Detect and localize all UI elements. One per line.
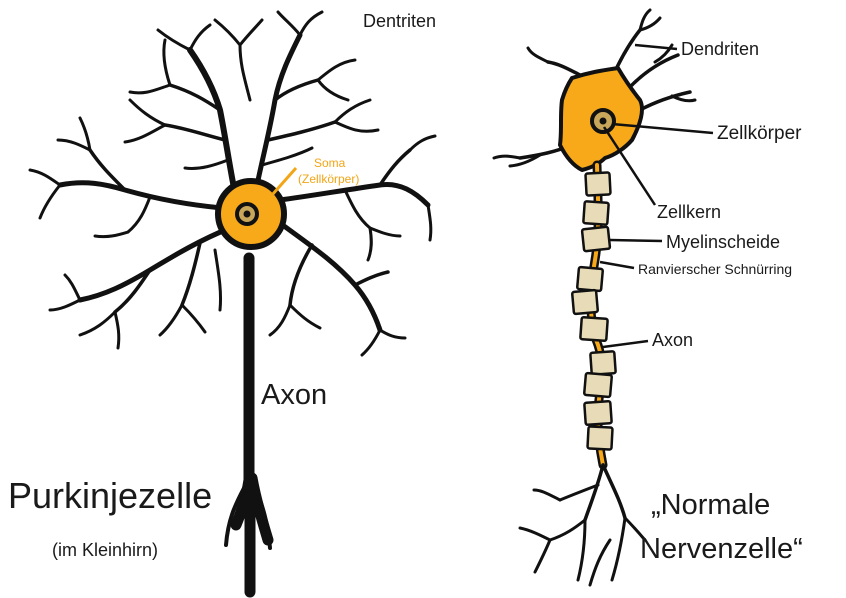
purkinje-axon [230, 252, 274, 598]
soma-sub-label: (Zellkörper) [298, 172, 360, 186]
soma-label: Soma [314, 156, 346, 170]
purkinje-axon-label: Axon [261, 379, 328, 411]
zellkern-label: Zellkern [657, 202, 722, 222]
normale-title-line1: „Normale [651, 489, 771, 521]
soma-pointer-line [270, 167, 298, 196]
normale-title-line2: Nervenzelle“ [640, 533, 803, 565]
axon-terminals [518, 463, 647, 587]
neuron-axon-label: Axon [652, 330, 694, 350]
purkinje-dendrite-tree [28, 10, 437, 357]
myelin-sheaths [571, 171, 617, 451]
dentriten-label: Dentriten [363, 11, 437, 31]
zellkoerper-label: Zellkörper [717, 123, 802, 144]
kleinhirn-subtitle: (im Kleinhirn) [52, 540, 159, 560]
ranvier-label: Ranvierscher Schnürring [638, 261, 793, 277]
myelinscheide-label: Myelinscheide [666, 232, 781, 252]
purkinje-title: Purkinjezelle [8, 475, 213, 516]
dendriten-label: Dendriten [681, 39, 760, 59]
label-pointer-lines [599, 43, 714, 349]
